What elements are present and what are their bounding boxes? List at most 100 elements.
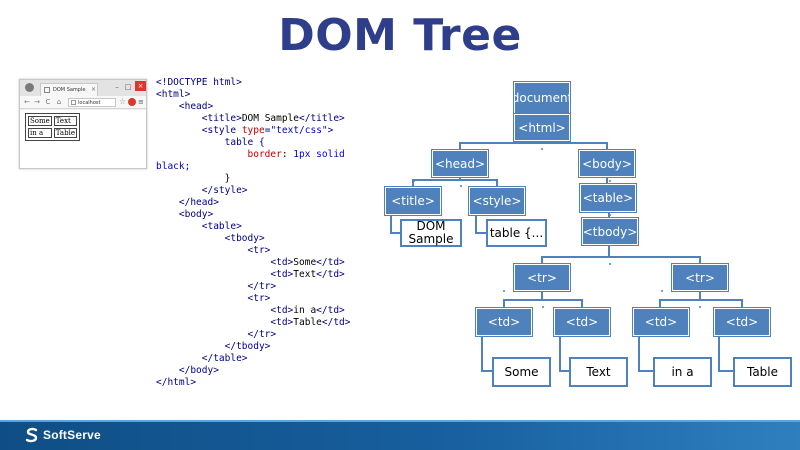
tree-node-tr: <tr> [671,263,729,292]
rendered-table-row: in a Table [28,128,77,138]
code-line: </tr> [156,329,388,341]
code-head-open: <head> [178,101,214,112]
code-cell-text: Text [293,269,317,280]
rendered-table: Some Text in a Table [25,113,80,141]
code-td-close: </td> [316,269,345,280]
connector [659,291,743,308]
tree-text-table-css: table {... [486,219,547,247]
window-close-icon: × [135,81,146,91]
tree-text-in-a: in a [653,357,712,387]
rendered-cell: Text [53,116,77,126]
code-line: } [156,173,388,185]
browser-page: Some Text in a Table [20,110,146,168]
connector-dot [413,180,415,182]
back-icon: ← [24,98,30,106]
connector-dot [609,180,611,182]
code-td-open: <td> [270,257,294,268]
code-html-open: <html> [156,89,191,100]
code-line: <tr> [156,293,388,305]
browser-tab-title: DOM Sample [53,87,86,93]
connector-dot [460,185,462,187]
tree-node-head: <head> [431,149,489,178]
softserve-logo-text: SoftServe [43,428,101,442]
code-td-open: <td> [270,317,294,328]
html-source-code: <!DOCTYPE html> <html> <head> <title>DOM… [156,77,388,389]
connector [718,336,734,372]
code-line: <body> [156,209,388,221]
address-text: localhost [78,100,101,106]
code-td-open: <td> [270,269,294,280]
tree-node-td: <td> [632,307,690,337]
extension-icon [128,98,136,106]
code-line: <html> [156,89,388,101]
rendered-cell: in a [28,128,52,138]
tree-node-td: <td> [475,307,533,337]
browser-title-bar: DOM Sample × – □ × [20,80,146,96]
softserve-logo: SoftServe [24,426,101,444]
code-style-attr: type [241,125,265,136]
code-td-open: <td> [270,305,294,316]
rendered-table-row: Some Text [28,116,77,126]
tree-node-body: <body> [578,149,636,178]
code-style-close: </style> [201,185,248,196]
code-style-eq: = [264,125,271,136]
code-line: </body> [156,365,388,377]
browser-avatar-icon [25,83,34,92]
code-line: <td>Some</td> [156,257,388,269]
code-tr-open: <tr> [247,245,271,256]
connector-dot [699,306,701,308]
code-line: </tr> [156,281,388,293]
tree-node-tbody: <tbody> [581,217,639,246]
rendered-cell: Table [53,128,77,138]
connector [638,336,654,372]
code-line: <td>Table</td> [156,317,388,329]
tree-node-td: <td> [713,307,771,337]
code-cell-text: Some [293,257,317,268]
bookmark-star-icon: ☆ [119,97,127,106]
tree-node-table: <table> [579,183,637,213]
home-icon: ⌂ [56,98,62,106]
code-css-black: black; [156,161,191,172]
code-title-open: <title> [201,113,242,124]
code-td-close: </td> [316,305,345,316]
tree-node-title: <title> [384,186,442,216]
code-line: </tbody> [156,341,388,353]
maximize-icon: □ [124,83,132,91]
minimize-icon: – [115,83,119,91]
code-title-close: </title> [299,113,345,124]
connector [459,141,608,150]
code-tr-close: </tr> [247,329,277,340]
code-style-open: <style [201,125,237,136]
connector-dot [541,148,543,150]
code-line: <tbody> [156,233,388,245]
tree-text-dom-sample: DOM Sample [400,219,462,247]
code-cell-text: in a [293,305,317,316]
code-title-text: DOM Sample [241,113,300,124]
footer-stripe [0,420,800,422]
rendered-cell: Some [28,116,52,126]
browser-tab: DOM Sample × [40,83,98,96]
code-html-close: </html> [156,377,197,388]
code-line: <table> [156,221,388,233]
connector [503,291,583,308]
code-css-selector: table { [224,137,265,148]
code-line: table { [156,137,388,149]
tree-text-text: Text [569,357,628,387]
code-head-close: </head> [178,197,219,208]
code-line: </html> [156,377,388,389]
code-line: <td>in a</td> [156,305,388,317]
code-td-close: </td> [316,257,345,268]
tree-node-style: <style> [468,186,526,216]
forward-icon: → [34,98,40,106]
code-line: <title>DOM Sample</title> [156,113,388,125]
footer-bar: SoftServe [0,420,800,450]
code-line: </style> [156,185,388,197]
code-cell-text: Table [293,317,322,328]
code-css-colon: : [281,149,288,160]
tree-text-some: Some [492,357,551,387]
code-line: <tr> [156,245,388,257]
tree-node-td: <td> [553,307,611,337]
connector-dot [661,290,663,292]
code-css-value: 1px solid [287,149,345,160]
code-css-close: } [224,173,231,184]
